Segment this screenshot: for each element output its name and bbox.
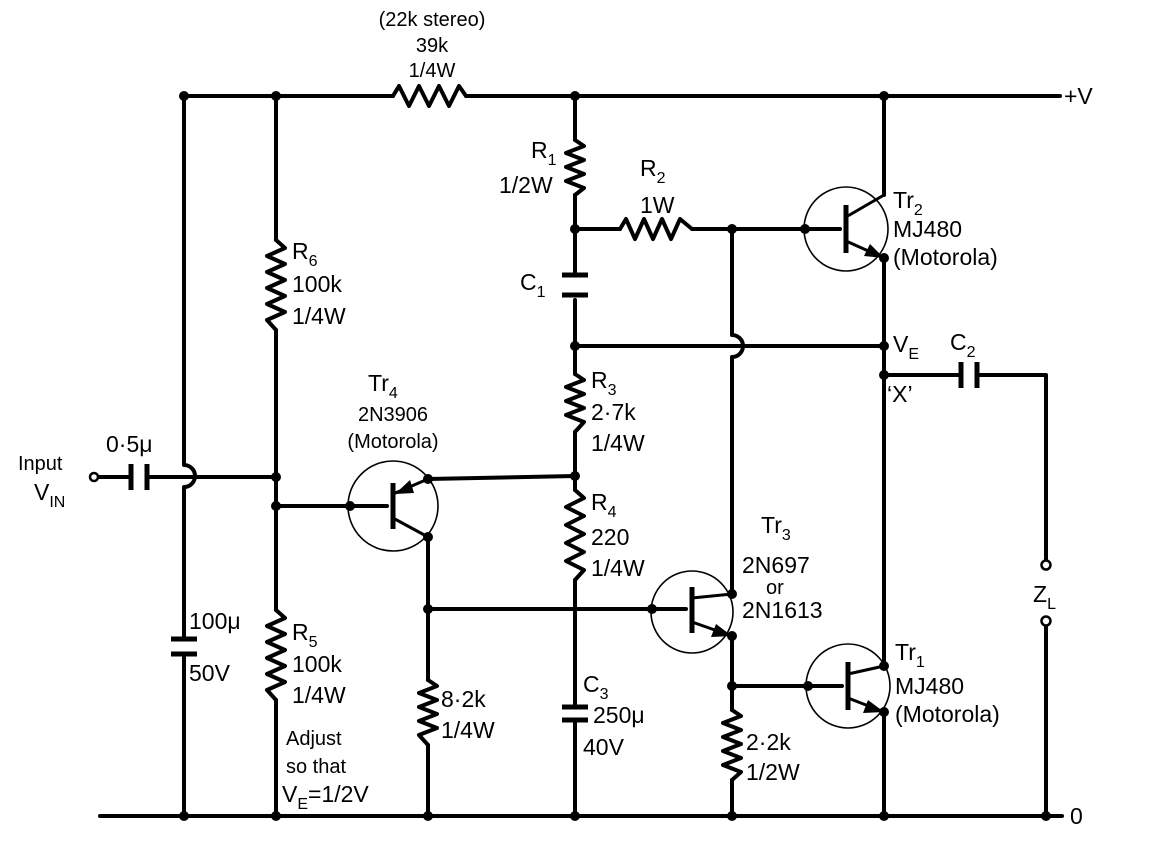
feedback-resistor-note: (22k stereo) xyxy=(379,9,486,31)
r22k-rating: 1/2W xyxy=(746,759,800,785)
tr1-part: MJ480 xyxy=(895,673,964,699)
r1-label: R1 xyxy=(531,137,557,169)
input-terminal xyxy=(88,471,100,483)
resistor-r5 xyxy=(265,608,287,702)
terminals xyxy=(88,471,1052,627)
tr3-part: 2N697 xyxy=(742,552,810,578)
r3-value: 2·7k xyxy=(591,399,636,425)
tr2-label: Tr2 xyxy=(893,187,923,219)
c3-rating: 40V xyxy=(583,734,625,760)
feedback-resistor-rating: 1/4W xyxy=(409,60,456,82)
r2-rating: 1W xyxy=(640,192,675,218)
x-label: ‘X’ xyxy=(887,381,913,407)
r22k-value: 2·2k xyxy=(746,729,791,755)
capacitor-c3 xyxy=(562,704,588,723)
c1-label: C1 xyxy=(520,269,546,301)
adjust-note-line2: so that xyxy=(286,756,346,778)
capacitor-c1 xyxy=(562,272,588,298)
r82k-rating: 1/4W xyxy=(441,717,495,743)
tr2-maker: (Motorola) xyxy=(893,244,998,270)
tr4-part: 2N3906 xyxy=(358,404,428,426)
input-label: Input xyxy=(18,453,63,475)
r5-value: 100k xyxy=(292,651,342,677)
junctions xyxy=(179,91,1051,821)
resistor-2k2 xyxy=(721,708,743,782)
input-capacitor xyxy=(128,464,150,490)
r4-label: R4 xyxy=(591,489,617,521)
resistor-r6 xyxy=(265,238,287,332)
tr1-maker: (Motorola) xyxy=(895,701,1000,727)
r1-rating: 1/2W xyxy=(499,172,553,198)
resistor-r1 xyxy=(564,138,586,197)
tr2-part: MJ480 xyxy=(893,216,962,242)
resistors xyxy=(265,84,743,782)
r5-label: R5 xyxy=(292,619,318,651)
decoupling-cap-value: 100μ xyxy=(189,608,241,634)
labels: +V 0 (22k stereo) 39k 1/4W R1 1/2W R2 1W… xyxy=(18,9,1093,829)
feedback-resistor-value: 39k xyxy=(416,35,449,57)
tr4-maker: (Motorola) xyxy=(347,431,438,453)
transistor-tr3 xyxy=(650,570,734,654)
capacitors xyxy=(128,272,980,723)
ve-label: VE xyxy=(893,331,919,363)
c3-label: C3 xyxy=(583,671,609,703)
resistor-r2 xyxy=(618,217,694,241)
adjust-note-line3: VE=1/2V xyxy=(282,781,369,813)
r6-rating: 1/4W xyxy=(292,303,346,329)
transistor-tr1 xyxy=(805,643,891,729)
tr1-label: Tr1 xyxy=(895,639,925,671)
tr3-or: or xyxy=(766,577,784,599)
r4-rating: 1/4W xyxy=(591,555,645,581)
tr3-label: Tr3 xyxy=(761,512,791,544)
feedback-resistor xyxy=(391,84,468,108)
decoupling-wire xyxy=(182,94,197,818)
tr4-label: Tr4 xyxy=(368,370,398,402)
zl-label: ZL xyxy=(1033,581,1056,613)
c2-label: C2 xyxy=(950,329,976,361)
ground-rail-label: 0 xyxy=(1070,803,1083,829)
transistor-tr2 xyxy=(803,186,889,272)
positive-rail-label: +V xyxy=(1064,83,1093,109)
load-terminal-top xyxy=(1040,559,1052,571)
transistor-tr4 xyxy=(347,460,439,552)
r82k-value: 8·2k xyxy=(441,686,486,712)
resistor-r4 xyxy=(564,488,586,582)
decoupling-cap-rating: 50V xyxy=(189,660,231,686)
decoupling-capacitor xyxy=(171,636,197,657)
r4-value: 220 xyxy=(591,524,629,550)
r3-label: R3 xyxy=(591,367,617,399)
input-cap-value: 0·5μ xyxy=(106,431,153,457)
adjust-note-line1: Adjust xyxy=(286,728,342,750)
r2-label: R2 xyxy=(640,155,666,187)
input-name: VIN xyxy=(34,479,65,511)
resistor-r3 xyxy=(564,372,586,434)
capacitor-c2 xyxy=(958,362,980,388)
c3-value: 250μ xyxy=(593,702,645,728)
r6-value: 100k xyxy=(292,271,342,297)
r3-rating: 1/4W xyxy=(591,430,645,456)
resistor-8k2 xyxy=(417,678,439,747)
load-terminal-bottom xyxy=(1040,615,1052,627)
tr3-alt: 2N1613 xyxy=(742,597,823,623)
r6-label: R6 xyxy=(292,238,318,270)
r5-rating: 1/4W xyxy=(292,682,346,708)
